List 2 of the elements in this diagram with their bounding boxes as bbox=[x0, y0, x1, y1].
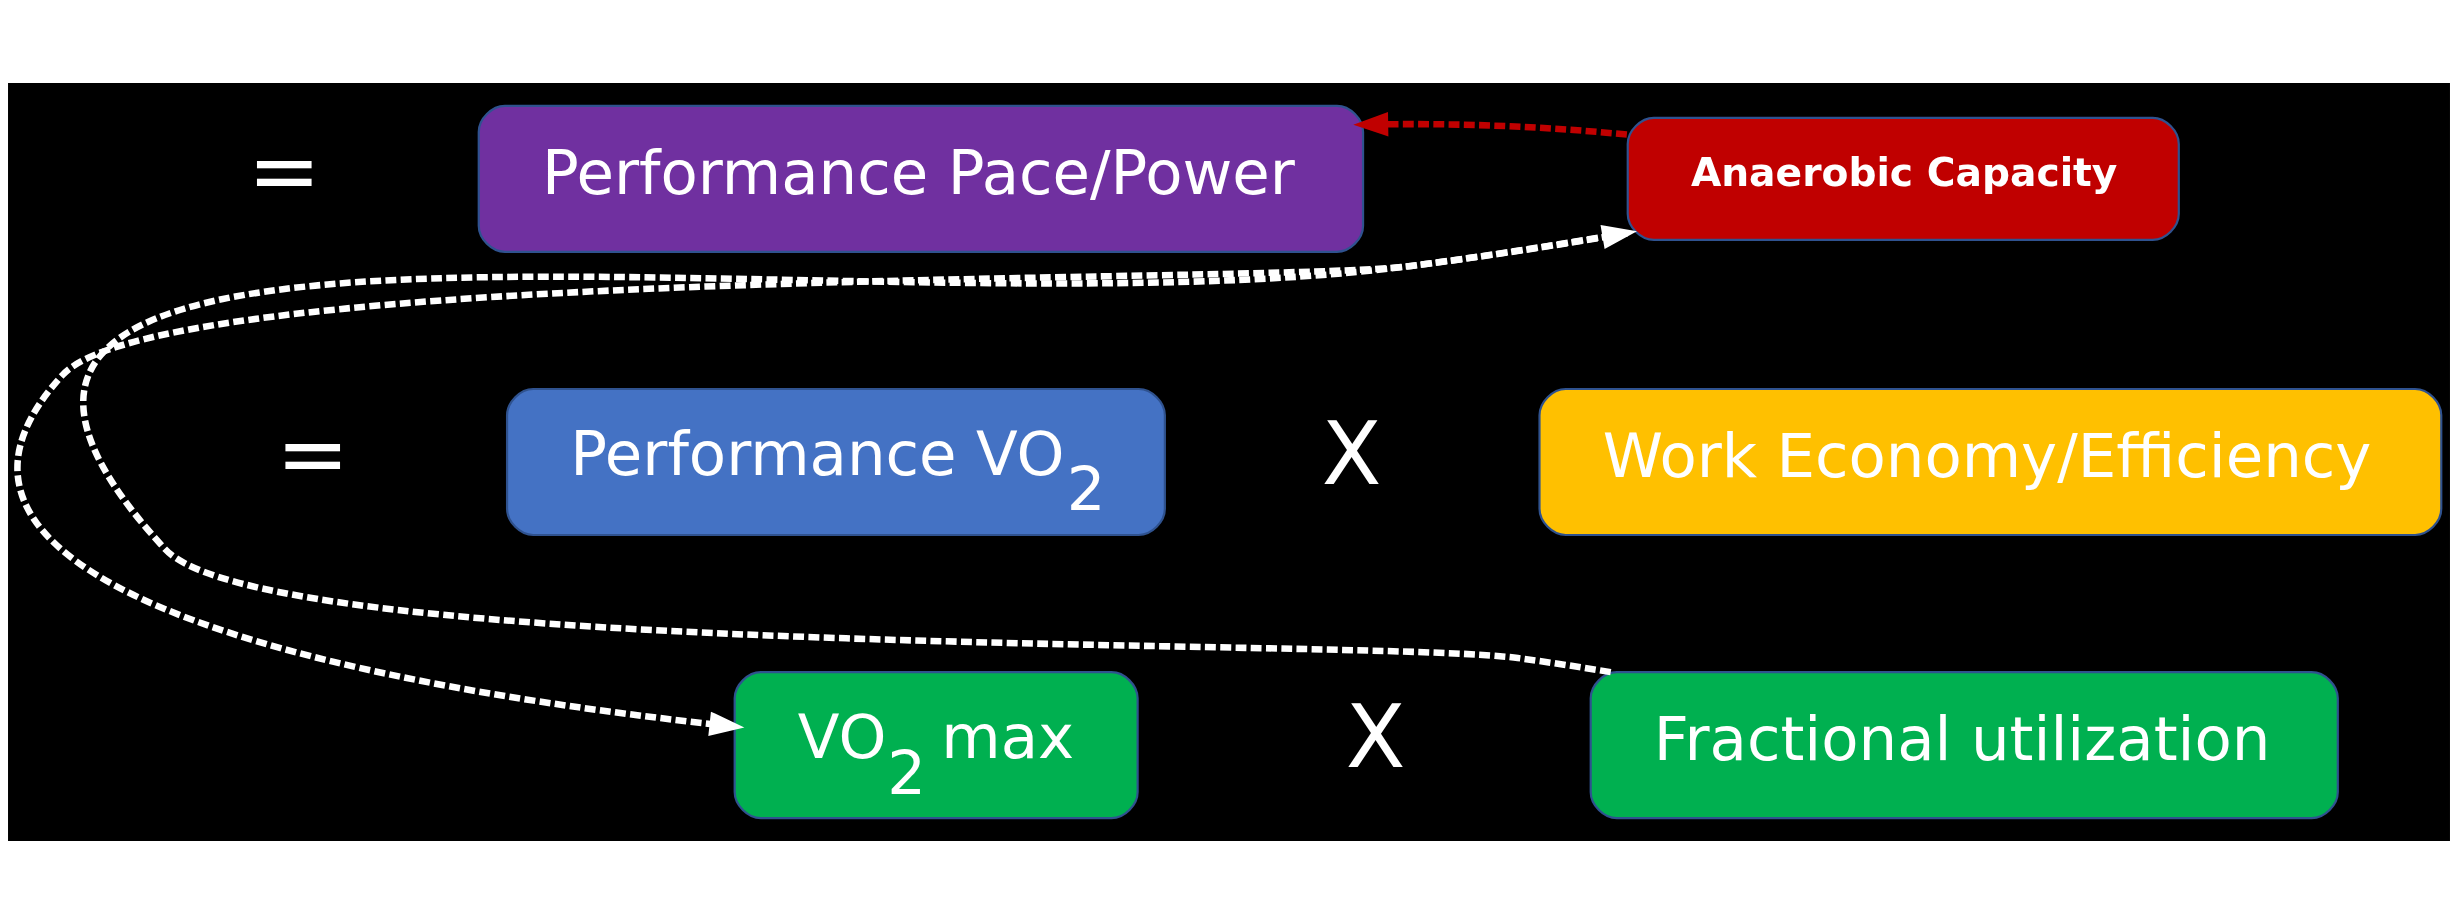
label: X bbox=[1345, 685, 1406, 788]
label: = bbox=[247, 119, 321, 222]
